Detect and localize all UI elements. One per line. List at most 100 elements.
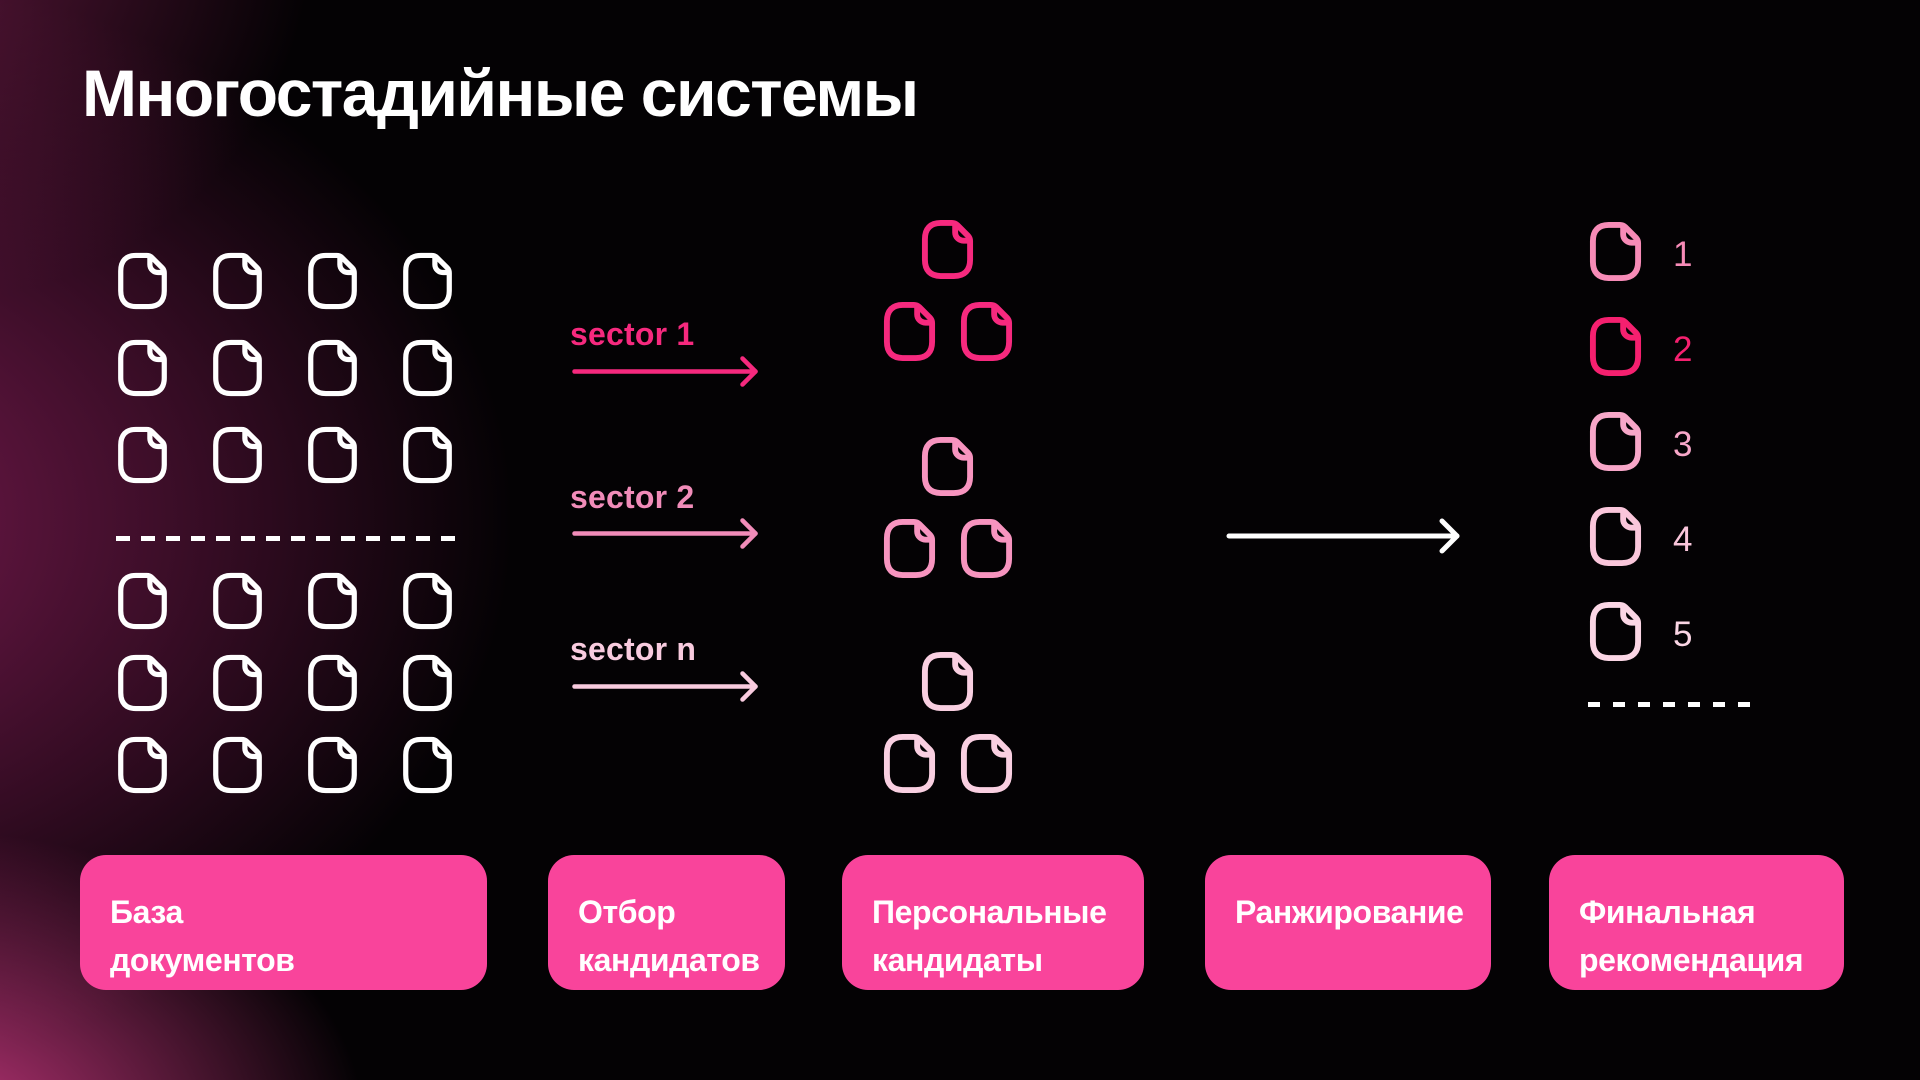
document-icon [213,426,262,484]
ranking-item: 4 [1588,505,1692,573]
database-document [211,734,264,796]
document-database-grid-top [116,250,454,486]
candidate-document [920,435,975,503]
ranked-document [1588,220,1643,288]
document-icon [1589,317,1642,376]
database-document [306,652,359,714]
ranking-item: 1 [1588,220,1692,288]
database-document [306,424,359,486]
database-document [306,250,359,312]
database-document [116,734,169,796]
candidate-document [959,732,1014,800]
database-document [211,337,264,399]
document-icon [403,654,452,712]
arrow-icon [572,518,758,549]
candidate-document [959,517,1014,585]
database-document [306,570,359,632]
database-document [116,652,169,714]
document-icon [1589,507,1642,566]
sector-arrow [570,354,762,394]
database-document [401,570,454,632]
ranked-document [1588,505,1643,573]
stage-pill: База документов [80,855,487,990]
database-document [401,250,454,312]
document-icon [308,572,357,630]
document-icon [403,339,452,397]
ranked-document [1588,315,1643,383]
stage-pill: Персональные кандидаты [842,855,1144,990]
document-icon [308,736,357,794]
ranked-document [1588,410,1643,478]
ranking-divider-dashed-line [1588,695,1758,713]
ranking-item: 3 [1588,410,1692,478]
ranking-item: 5 [1588,600,1692,668]
document-icon [403,252,452,310]
stage-pill: Ранжирование [1205,855,1491,990]
candidate-document [920,650,975,718]
document-icon [213,736,262,794]
document-icon [308,339,357,397]
stage-pill: Финальная рекомендация [1549,855,1844,990]
document-icon [1589,602,1642,661]
document-icon [1589,222,1642,281]
document-icon [213,339,262,397]
rank-number: 3 [1673,424,1693,464]
database-document [306,734,359,796]
dashed-line [116,536,456,541]
sector-arrow [570,516,762,556]
database-document [116,337,169,399]
arrow-icon [572,671,758,702]
document-icon [921,437,974,496]
document-icon [883,302,936,361]
document-icon [403,572,452,630]
candidate-document [959,300,1014,368]
rank-number: 2 [1673,329,1693,369]
database-document [116,570,169,632]
document-icon [308,426,357,484]
document-database-grid-bottom [116,570,454,796]
document-icon [1589,412,1642,471]
arrow-icon [1226,518,1460,554]
document-icon [213,252,262,310]
database-document [211,424,264,486]
document-icon [960,302,1013,361]
sector-label: sector n [570,631,697,667]
stage-pill: Отбор кандидатов [548,855,785,990]
database-document [116,424,169,486]
database-document [401,734,454,796]
ranked-document [1588,600,1643,668]
candidate-cluster [882,650,1015,796]
database-document [401,337,454,399]
arrow-icon [572,356,758,387]
sector-label: sector 1 [570,316,695,352]
candidate-document [882,732,937,800]
document-icon [960,734,1013,793]
document-icon [883,519,936,578]
candidate-cluster [882,218,1015,364]
document-icon [118,572,167,630]
document-icon [118,654,167,712]
database-document [211,652,264,714]
document-icon [308,252,357,310]
flow-arrow [1224,516,1464,561]
database-document [401,652,454,714]
database-document [211,250,264,312]
slide-title: Многостадийные системы [82,56,919,130]
candidate-document [920,218,975,286]
rank-number: 1 [1673,234,1693,274]
document-icon [118,736,167,794]
document-icon [921,220,974,279]
document-icon [118,426,167,484]
candidate-document [882,517,937,585]
ranking-item: 2 [1588,315,1692,383]
document-icon [213,654,262,712]
grid-divider-dashed-line [116,529,456,547]
database-document [211,570,264,632]
document-icon [403,426,452,484]
sector-arrow [570,669,762,709]
document-icon [403,736,452,794]
sector-label: sector 2 [570,479,695,515]
dashed-line [1588,702,1758,707]
document-icon [213,572,262,630]
